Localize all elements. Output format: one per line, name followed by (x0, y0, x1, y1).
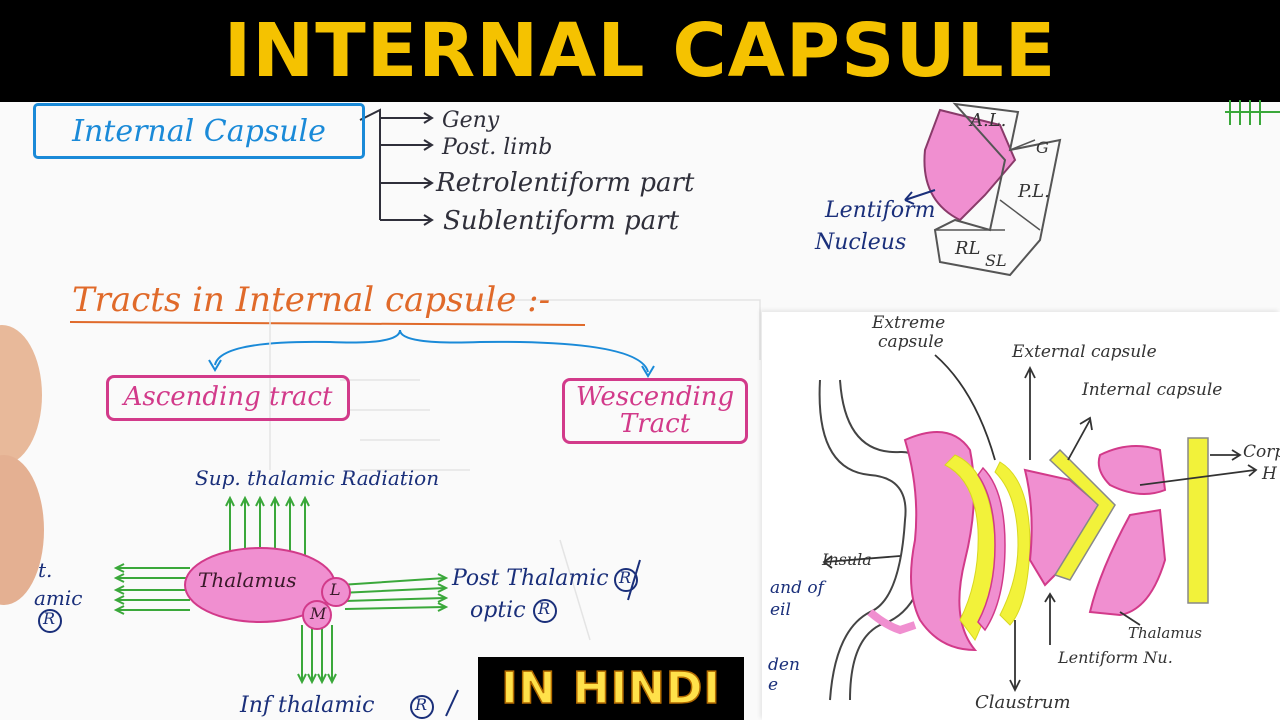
sup-radiation-arrows (225, 495, 310, 575)
title-bar: INTERNAL CAPSULE (0, 0, 1280, 102)
in-hindi-badge: IN HINDI (478, 657, 744, 720)
left-fragment-2: amic (34, 586, 83, 610)
inf-thalamic-label: Inf thalamic (240, 693, 375, 718)
sup-thalamic-radiation: Sup. thalamic Radiation (195, 466, 440, 490)
optic-label: optic (470, 598, 526, 623)
left-r-label: R (43, 609, 56, 628)
h-label: H (1262, 464, 1277, 484)
post-thalamic-label: Post Thalamic (452, 566, 609, 591)
band-label-1: and of (770, 578, 824, 598)
part-genu: Geny (442, 108, 500, 133)
lateral-geniculate-label: L (330, 580, 341, 599)
part-post-limb: Post. limb (442, 135, 553, 160)
section-thalamus-label: Thalamus (1128, 624, 1202, 642)
arrowheads-blue (208, 359, 655, 378)
extreme-capsule-label-1: Extreme (872, 313, 946, 333)
internal-capsule-box: Internal Capsule (33, 103, 365, 159)
lentiform-nucleus-label-1: Lentiform (825, 198, 936, 223)
band-label-2: eil (770, 600, 791, 620)
internal-capsule-label: Internal capsule (1082, 380, 1223, 400)
left-fragment-1: t. (38, 558, 53, 582)
page-title: INTERNAL CAPSULE (223, 8, 1057, 94)
descending-tract-box: Wescending Tract (562, 378, 748, 444)
optic-r-label: R (538, 599, 551, 618)
section-pointer-lines (822, 354, 1258, 693)
brain-section-shapes (818, 379, 1209, 701)
ascending-arrow (214, 329, 401, 366)
external-capsule-label: External capsule (1012, 342, 1157, 362)
corpus-label: Corp (1243, 442, 1280, 462)
finger-shape (0, 455, 44, 605)
r-circle (410, 695, 434, 719)
retrolentiform-label: RL (955, 238, 981, 259)
sublentiform-label: SL (985, 251, 1007, 270)
descending-arrow (399, 329, 649, 373)
ascending-tract-box: Ascending tract (106, 375, 350, 421)
inf-radiation-arrows (297, 625, 337, 685)
medial-geniculate-shape (302, 600, 332, 630)
inf-r-label: R (415, 695, 428, 714)
tracts-heading: Tracts in Internal capsule :- (72, 280, 551, 320)
lateral-geniculate-shape (321, 577, 351, 607)
part-retrolentiform: Retrolentiform part (436, 168, 695, 198)
in-hindi-label: IN HINDI (501, 662, 721, 715)
lentiform-nu-label: Lentiform Nu. (1058, 648, 1173, 667)
thalamus-label: Thalamus (198, 568, 297, 592)
r-circle (614, 568, 638, 592)
den-label-2: e (768, 675, 779, 695)
post-r-label: R (619, 568, 632, 587)
slash-marks (445, 559, 641, 717)
part-sublentiform: Sublentiform part (443, 206, 680, 236)
parts-brace (359, 108, 430, 221)
descending-tract-label-2: Tract (619, 409, 691, 439)
extreme-capsule-label-2: capsule (878, 332, 944, 352)
lentiform-nucleus-label-2: Nucleus (815, 230, 907, 255)
insula-label: Insula (822, 550, 872, 569)
left-radiation-arrows (113, 563, 190, 615)
r-circle (533, 599, 557, 623)
medial-geniculate-label: M (310, 604, 327, 623)
anterior-limb-label: A.L. (970, 110, 1007, 131)
internal-capsule-box-label: Internal Capsule (72, 113, 326, 149)
heading-underline (69, 321, 586, 326)
claustrum-label: Claustrum (975, 692, 1071, 713)
capsule-parts-diagram (904, 102, 1062, 277)
post-radiation-arrows (339, 573, 449, 612)
genu-label: G (1036, 138, 1049, 157)
r-circle (38, 609, 62, 633)
arrowheads (423, 112, 434, 226)
den-label-1: den (768, 655, 800, 675)
descending-tract-label-1: Wescending (575, 381, 735, 412)
edge-marks (1225, 100, 1280, 125)
ascending-tract-label: Ascending tract (123, 382, 333, 413)
finger-shape (0, 325, 42, 465)
posterior-limb-label: P.L. (1018, 181, 1050, 202)
